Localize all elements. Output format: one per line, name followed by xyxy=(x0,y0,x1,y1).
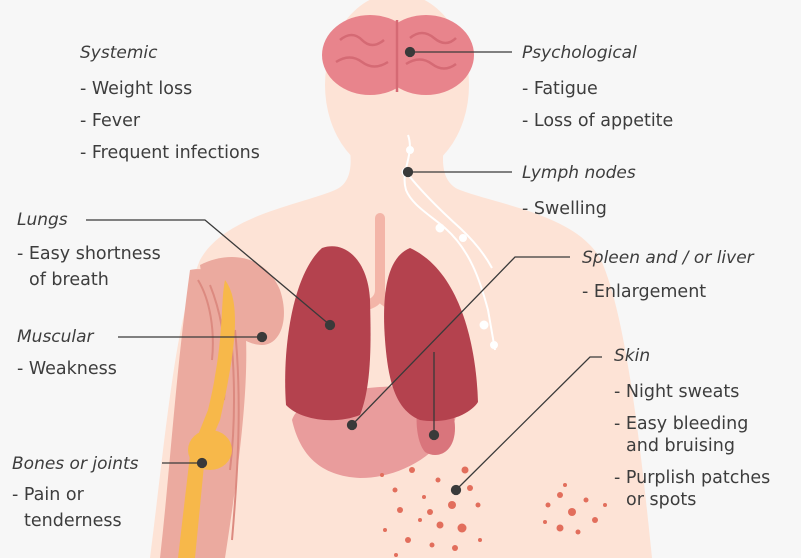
skin-list: - Night sweats - Easy bleeding and bruis… xyxy=(614,376,770,516)
psychological-title: Psychological xyxy=(522,43,673,63)
bones-joints-list: - Pain or tenderness xyxy=(12,482,139,534)
skin-spot xyxy=(436,478,441,483)
spleen-marker-leader-endpoint xyxy=(430,431,439,440)
spleen-liver-list: - Enlargement xyxy=(582,276,754,308)
lymph-nodes-group: Lymph nodes - Swelling xyxy=(522,163,636,225)
skin-spot xyxy=(478,538,482,542)
muscular-title: Muscular xyxy=(17,327,117,347)
skin-spot xyxy=(409,467,415,473)
symptom-loss-of-appetite: - Loss of appetite xyxy=(522,105,673,137)
skin-spot xyxy=(458,524,467,533)
lymph-nodes-list: - Swelling xyxy=(522,193,636,225)
skin-spot xyxy=(397,507,403,513)
skin-spot xyxy=(422,495,426,499)
skin-spot xyxy=(380,473,384,477)
skin-spot xyxy=(383,528,387,532)
systemic-group: Systemic - Weight loss - Fever - Frequen… xyxy=(80,43,260,169)
skin-spot xyxy=(427,509,433,515)
skin-spot xyxy=(467,485,473,491)
skin-spot xyxy=(543,520,547,524)
skin-spot xyxy=(393,488,398,493)
lymph-nodes-title: Lymph nodes xyxy=(522,163,636,183)
symptom-enlargement: - Enlargement xyxy=(582,276,754,308)
lungs-group: Lungs - Easy shortness of breath xyxy=(17,210,161,296)
symptom-pain-or: - Pain or xyxy=(12,482,139,508)
spleen-liver-title: Spleen and / or liver xyxy=(582,248,754,268)
spleen-liver-leader-endpoint xyxy=(348,421,357,430)
lungs-title: Lungs xyxy=(17,210,161,230)
psychological-leader-endpoint xyxy=(406,48,415,57)
skin-spot xyxy=(568,508,576,516)
skin-spot xyxy=(592,517,598,523)
bones-joints-group: Bones or joints - Pain or tenderness xyxy=(12,454,139,534)
skin-spot xyxy=(557,525,564,532)
spleen-liver-group: Spleen and / or liver - Enlargement xyxy=(582,248,754,308)
systemic-list: - Weight loss - Fever - Frequent infecti… xyxy=(80,73,260,169)
skin-leader-endpoint xyxy=(452,486,461,495)
lungs-list: - Easy shortness of breath xyxy=(17,238,161,296)
skin-spot xyxy=(418,518,422,522)
skin-spot xyxy=(476,503,481,508)
symptom-fatigue: - Fatigue xyxy=(522,73,673,105)
skin-spot xyxy=(452,545,458,551)
symptom-fever: - Fever xyxy=(80,105,260,137)
skin-spot xyxy=(563,483,567,487)
muscular-group: Muscular - Weakness xyxy=(17,327,117,385)
muscular-leader-endpoint xyxy=(258,333,267,342)
skin-spot xyxy=(584,498,589,503)
skin-title: Skin xyxy=(614,346,770,366)
skin-spot xyxy=(462,467,469,474)
skin-spot xyxy=(437,522,444,529)
bones-joints-leader-endpoint xyxy=(198,459,207,468)
symptom-weight-loss: - Weight loss xyxy=(80,73,260,105)
skin-spot xyxy=(405,537,411,543)
skin-spot xyxy=(603,503,607,507)
lungs-leader-endpoint xyxy=(326,321,335,330)
skin-spot xyxy=(394,553,398,557)
symptom-swelling: - Swelling xyxy=(522,193,636,225)
symptom-night-sweats: - Night sweats xyxy=(614,376,770,408)
bones-joints-title: Bones or joints xyxy=(12,454,139,474)
brain-organ xyxy=(322,15,474,95)
skin-spot xyxy=(557,492,563,498)
skin-spot xyxy=(448,501,456,509)
skin-spot xyxy=(576,530,581,535)
skin-spot xyxy=(546,503,551,508)
skin-spot xyxy=(430,543,435,548)
psychological-group: Psychological - Fatigue - Loss of appeti… xyxy=(522,43,673,137)
symptom-tenderness: tenderness xyxy=(12,508,139,534)
symptom-weakness: - Weakness xyxy=(17,353,117,385)
psychological-list: - Fatigue - Loss of appetite xyxy=(522,73,673,137)
lymph-nodes-leader-endpoint xyxy=(404,168,413,177)
systemic-title: Systemic xyxy=(80,43,260,63)
muscular-list: - Weakness xyxy=(17,353,117,385)
symptom-frequent-infections: - Frequent infections xyxy=(80,137,260,169)
skin-group: Skin - Night sweats - Easy bleeding and … xyxy=(614,346,770,516)
